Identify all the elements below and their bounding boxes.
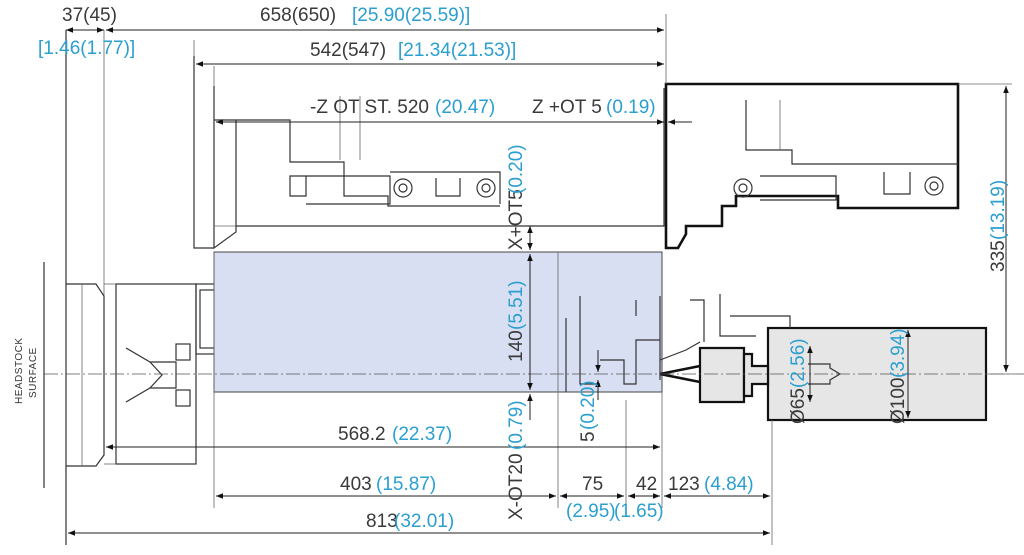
dim-403-alt: (15.87) — [376, 474, 436, 495]
dim-335-value: 335 — [988, 240, 1009, 272]
headstock-surface-label: HEADSTOCK SURFACE — [14, 337, 39, 404]
svg-text:HEADSTOCK: HEADSTOCK — [14, 337, 25, 404]
dim-123-alt: (4.84) — [704, 474, 754, 495]
dim-42-alt: (1.65) — [614, 501, 664, 522]
dim-140-value: 140 — [506, 330, 527, 362]
dim-xplus-alt: (0.20) — [506, 144, 527, 194]
dim-42-value: 42 — [636, 474, 657, 495]
dim-658-value: 658(650) — [260, 5, 336, 26]
dim-75-value: 75 — [582, 474, 603, 495]
dim-zminus-value: -Z OT ST. 520 — [310, 97, 429, 118]
turning-tool — [565, 296, 701, 392]
dim-zplus-alt: (0.19) — [606, 97, 656, 118]
dimension-lines — [66, 27, 1009, 536]
dim-5-alt: (0.20) — [578, 380, 599, 430]
dim-100-alt: (3.94) — [888, 328, 909, 378]
dim-100-value: Ø100 — [888, 378, 909, 424]
dim-403-value: 403 — [340, 474, 372, 495]
dim-37-value: 37(45) — [62, 5, 117, 26]
dim-65-alt: (2.56) — [788, 338, 809, 388]
x-travel-band — [213, 251, 663, 393]
svg-text:SURFACE: SURFACE — [28, 347, 39, 398]
dim-542-alt: [21.34(21.53)] — [398, 40, 516, 61]
dim-658-alt: [25.90(25.59)] — [352, 5, 470, 26]
dim-37-alt: [1.46(1.77)] — [38, 38, 135, 59]
tailstock — [659, 294, 988, 422]
dim-xminus-alt: (0.79) — [506, 400, 527, 450]
dim-568-value: 568.2 — [338, 424, 386, 445]
dim-5-value: 5 — [578, 431, 599, 442]
dim-813-alt: (32.01) — [394, 511, 454, 532]
dim-123-value: 123 — [668, 474, 700, 495]
dim-75-alt: (2.95) — [566, 501, 616, 522]
dim-813-value: 813 — [366, 511, 398, 532]
dim-335-alt: (13.19) — [988, 180, 1009, 240]
dim-xminus-value: X-OT20 — [506, 453, 527, 520]
dim-542-value: 542(547) — [310, 40, 386, 61]
extension-lines — [193, 14, 1012, 545]
turret-body-outline — [193, 56, 665, 250]
headstock-surface — [43, 30, 105, 545]
dim-65-value: Ø65 — [788, 388, 809, 424]
dim-zplus-value: Z +OT 5 — [532, 97, 602, 118]
turret-tool-block — [664, 82, 960, 250]
dim-zminus-alt: (20.47) — [435, 97, 495, 118]
dim-xplus-value: X+OT5 — [506, 189, 527, 250]
dim-140-alt: (5.51) — [506, 280, 527, 330]
dim-568-alt: (22.37) — [392, 424, 452, 445]
